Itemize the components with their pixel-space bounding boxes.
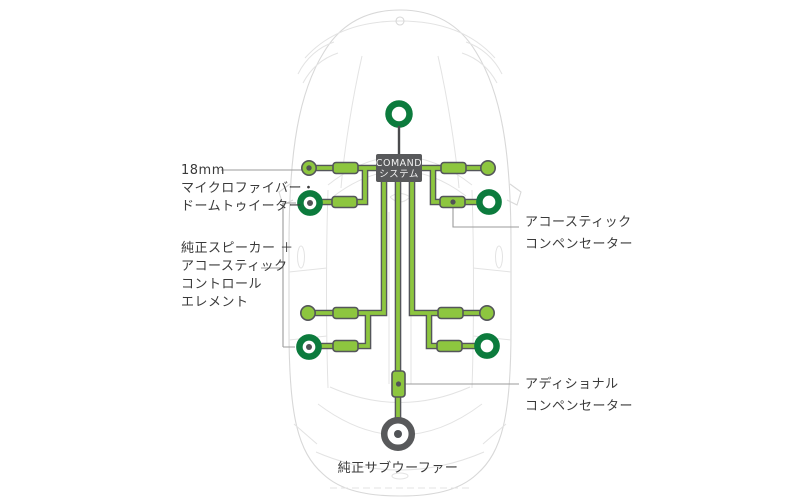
- svg-text:ドームトゥイーター: ドームトゥイーター: [181, 199, 302, 214]
- label-door-speaker: 純正スピーカー ＋ アコースティック コントロール エレメント: [181, 241, 294, 310]
- wire-connector: [332, 339, 359, 353]
- wire-connector: [440, 161, 467, 175]
- svg-text:純正スピーカー ＋: 純正スピーカー ＋: [181, 241, 294, 256]
- car-door-handle-right: [495, 245, 503, 269]
- label-acoustic-compensator: アコースティック コンペンセーター: [525, 215, 633, 252]
- svg-text:コンペンセーター: コンペンセーター: [525, 237, 633, 252]
- svg-text:アコースティック: アコースティック: [525, 215, 632, 230]
- door-speaker-front-right: [476, 189, 502, 215]
- svg-text:コンペンセーター: コンペンセーター: [525, 399, 633, 414]
- svg-text:アディショナル: アディショナル: [525, 376, 619, 392]
- svg-text:マイクロファイバー・: マイクロファイバー・: [181, 181, 315, 196]
- car-door-seams: [288, 267, 512, 341]
- svg-text:コントロール: コントロール: [181, 277, 262, 292]
- wire-connector: [331, 195, 358, 209]
- center-dash-speaker: [385, 100, 413, 128]
- wire-connector: [332, 161, 359, 175]
- door-speaker-rear-left-dot: [306, 344, 312, 350]
- svg-text:エレメント: エレメント: [181, 295, 249, 310]
- wire-connector: [332, 306, 359, 320]
- speakers: [296, 100, 502, 452]
- comand-unit-label-2: システム: [379, 169, 419, 180]
- comand-unit: COMAND システム: [376, 126, 422, 182]
- tweeter-front-left-dot: [306, 165, 312, 171]
- car-taillight-left: [293, 423, 318, 445]
- car-headlight-left: [297, 41, 339, 84]
- annotation-lines: [221, 169, 519, 385]
- additional-compensator-dot: [395, 381, 402, 387]
- comand-unit-label-1: COMAND: [376, 158, 422, 169]
- car-taillight-right: [482, 423, 507, 445]
- label-additional-compensator: アディショナル コンペンセーター: [525, 376, 633, 414]
- svg-text:純正サブウーファー: 純正サブウーファー: [338, 460, 459, 476]
- car-front-bumper-line: [304, 20, 496, 59]
- label-tweeter: 18mm マイクロファイバー・ ドームトゥイーター: [181, 163, 315, 214]
- car-trunk-line: [315, 451, 485, 471]
- tweeter-front-right: [479, 160, 496, 177]
- car-door-handle-left: [297, 245, 305, 269]
- car-front-emblem: [395, 16, 405, 26]
- car-headlight-right: [461, 41, 503, 84]
- subwoofer-dot: [394, 430, 402, 438]
- bracket-door-speakers: [261, 202, 296, 348]
- wire-connector: [437, 306, 464, 320]
- label-subwoofer: 純正サブウーファー: [338, 460, 459, 476]
- door-speaker-rear-right: [474, 333, 500, 359]
- svg-text:アコースティック: アコースティック: [181, 259, 288, 274]
- tweeter-rear-left: [299, 304, 316, 321]
- car-mirror-right: [506, 183, 522, 206]
- wire-connectors: [331, 161, 467, 398]
- comand-unit-box: [376, 154, 422, 182]
- wire-connector: [436, 339, 463, 353]
- car-roof-rails: [326, 189, 474, 389]
- door-speaker-front-left-dot: [307, 200, 313, 206]
- tweeter-rear-right: [478, 304, 495, 321]
- pointer-line-acoustic-compensator: [452, 204, 519, 228]
- svg-text:18mm: 18mm: [181, 163, 225, 178]
- car-rear-emblem: [391, 472, 409, 480]
- acoustic-compensator-dot: [450, 199, 456, 205]
